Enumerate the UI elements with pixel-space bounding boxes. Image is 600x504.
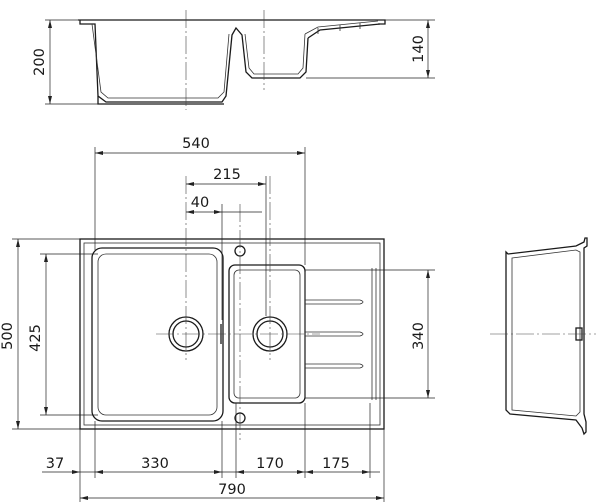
drainer-ribs xyxy=(304,268,377,400)
dim-540: 540 xyxy=(182,136,210,152)
dim-425: 425 xyxy=(28,324,44,352)
dim-200: 200 xyxy=(32,48,48,76)
end-section-view xyxy=(490,237,596,436)
dim-500: 500 xyxy=(0,322,16,350)
dim-330: 330 xyxy=(141,456,169,472)
dim-790: 790 xyxy=(218,482,246,498)
dim-140: 140 xyxy=(411,35,427,63)
dim-340: 340 xyxy=(411,322,427,350)
dim-37: 37 xyxy=(46,456,64,472)
dim-40: 40 xyxy=(191,195,209,211)
side-section-view: 200 140 xyxy=(32,10,435,110)
dim-170: 170 xyxy=(256,456,284,472)
dim-175: 175 xyxy=(322,456,350,472)
large-bowl xyxy=(91,247,224,422)
dim-215: 215 xyxy=(213,167,241,183)
plan-view: 540 215 40 500 425 340 xyxy=(0,136,435,502)
sink-outline xyxy=(79,238,385,430)
